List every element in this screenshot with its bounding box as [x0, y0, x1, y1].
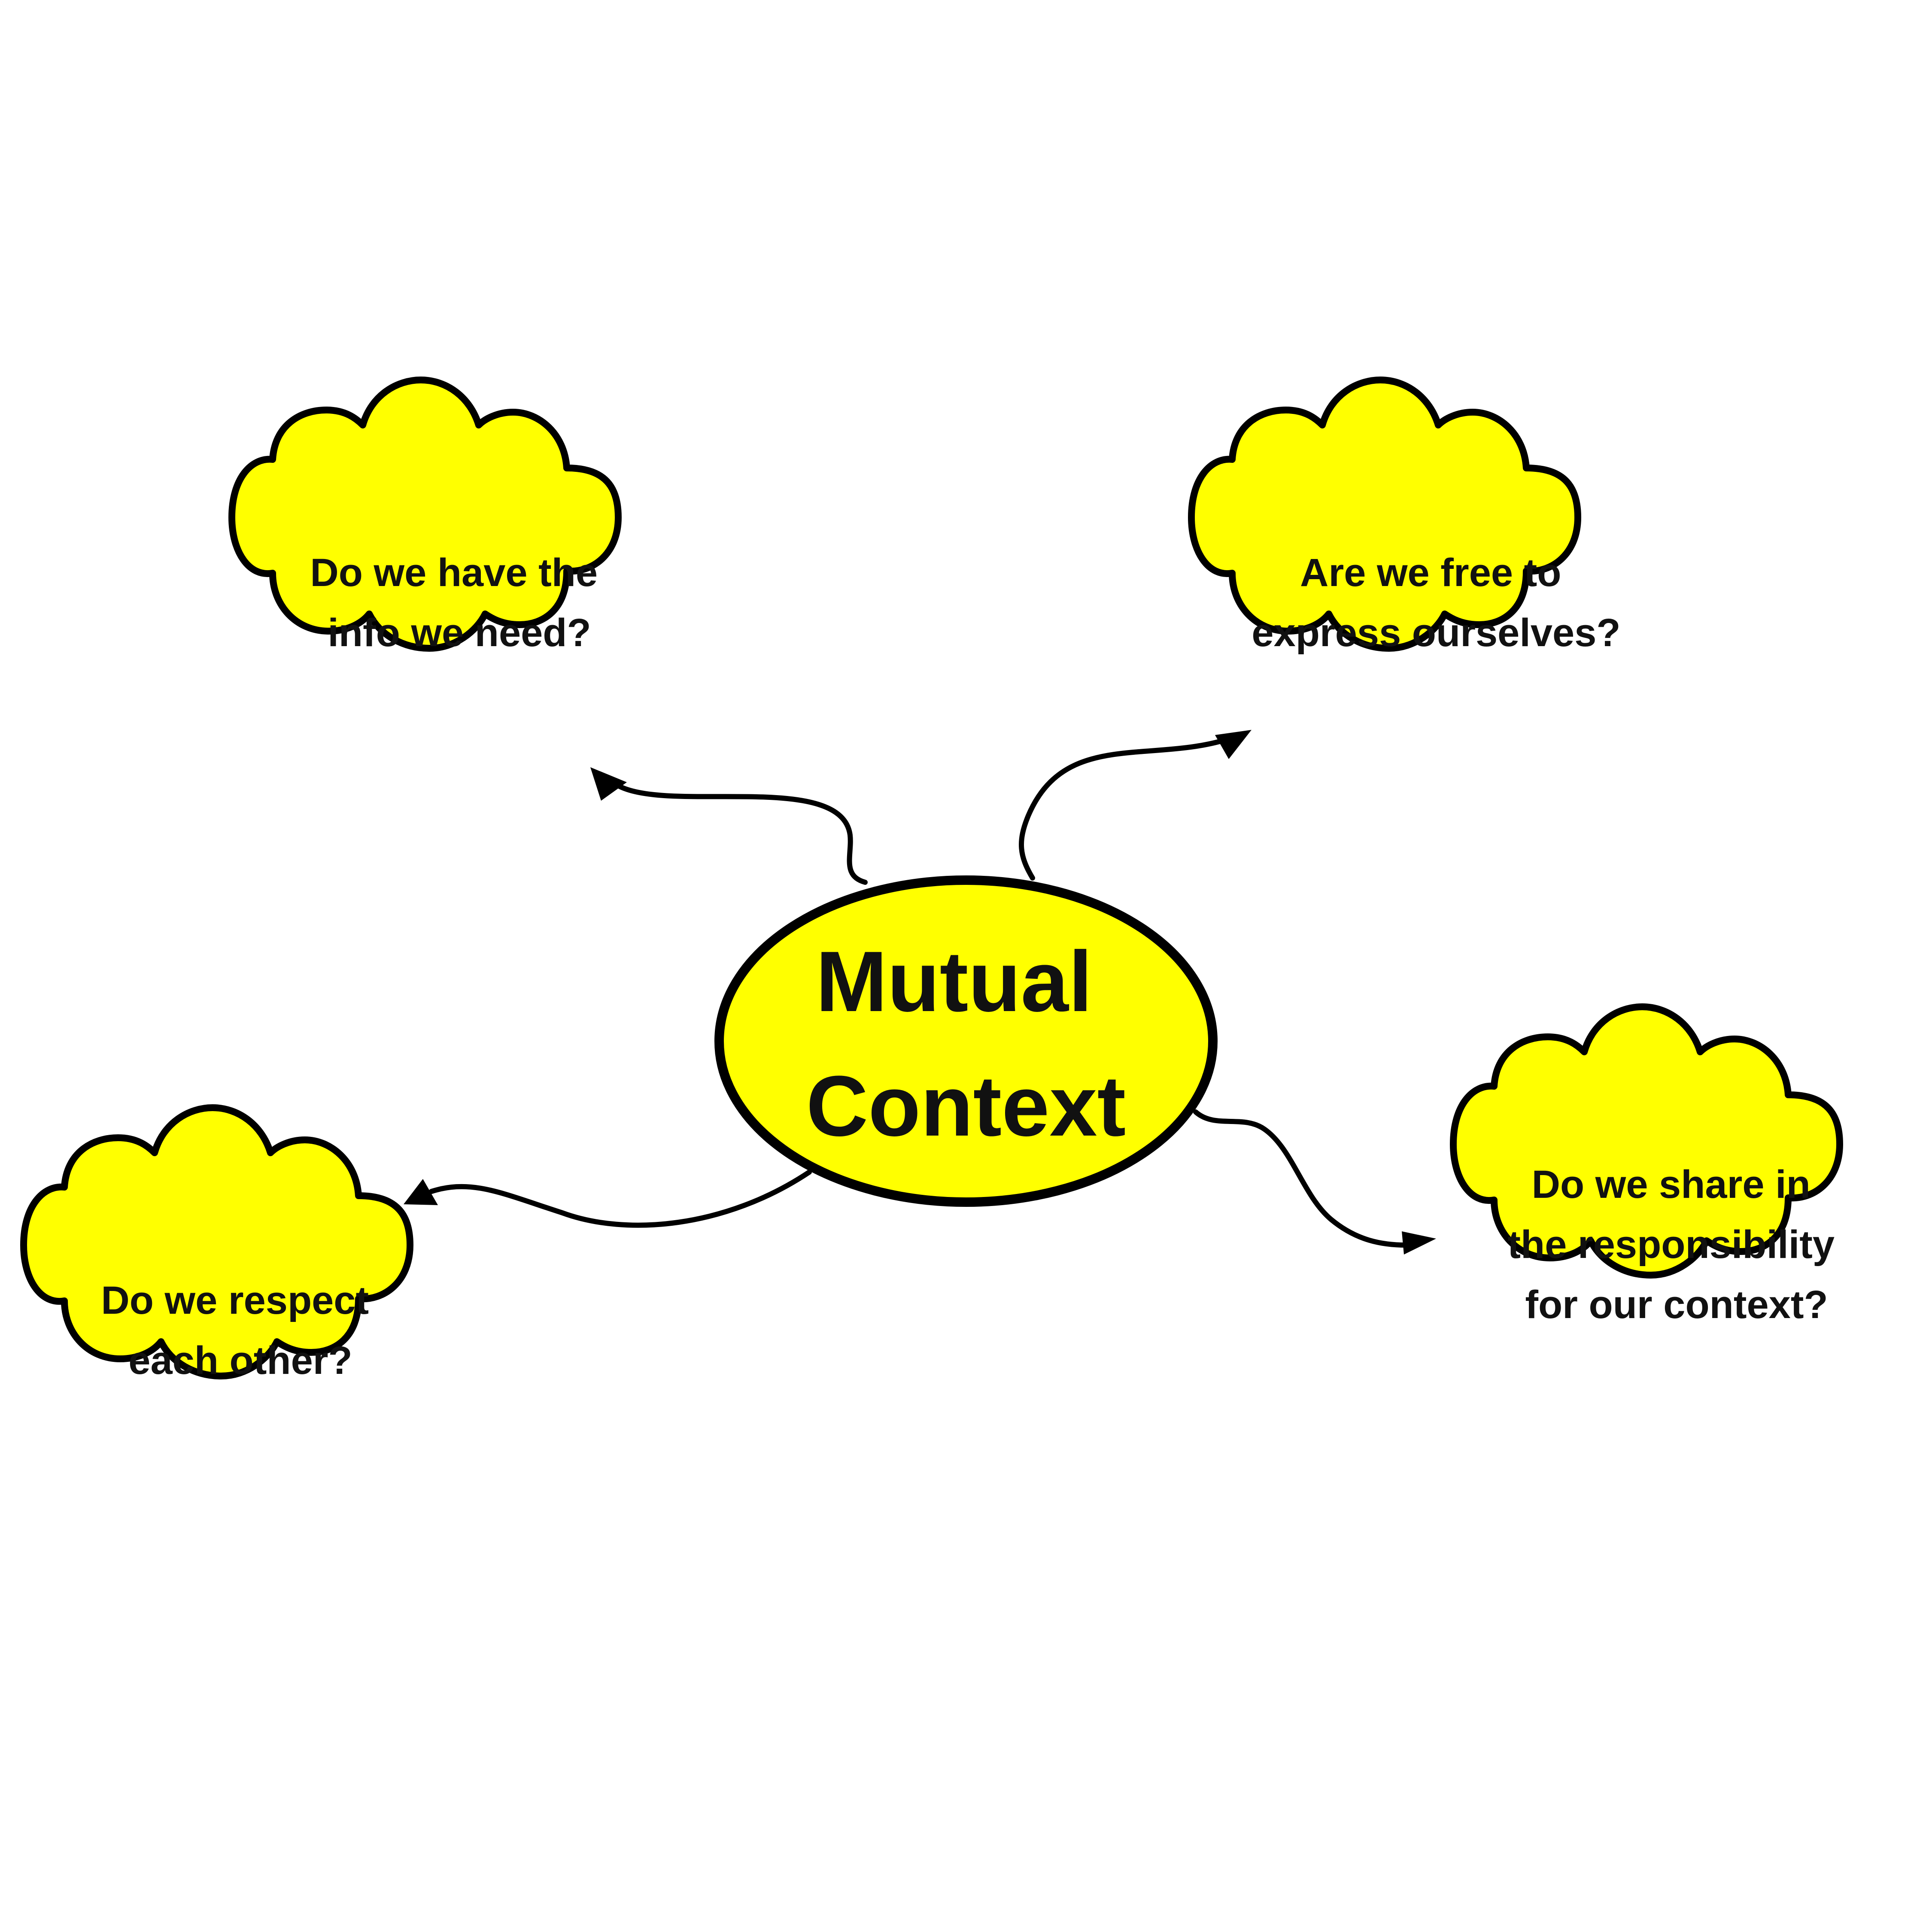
cloud-label: the responsibility [1507, 1223, 1835, 1267]
connector-to-responsibility [1193, 1109, 1409, 1248]
svg-text:Do we respect each other: Do we respect each other? [101, 1279, 380, 1382]
cloud-label: info we need? [328, 611, 591, 655]
svg-text:Mutual Context: Mutual Context [806, 934, 1126, 1154]
cloud-shape [24, 1108, 410, 1376]
arrowhead-responsibility [1402, 1231, 1436, 1255]
cloud-node-free: Are we free to express ourselves? [1191, 380, 1621, 655]
svg-text:Do we have the info we n: Do we have the info we need? [310, 551, 608, 655]
cloud-label: for our context? [1525, 1283, 1828, 1327]
cloud-label: each other? [128, 1339, 352, 1382]
cloud-label: Do we share in [1532, 1163, 1810, 1206]
cloud-label: Do we have the [310, 551, 598, 595]
cloud-shape [232, 380, 618, 648]
center-ellipse [714, 875, 1218, 1207]
cloud-node-responsibility: Do we share in the responsibility for ou… [1453, 1007, 1846, 1327]
arrowhead-free [1215, 730, 1252, 759]
cloud-label: express ourselves? [1252, 611, 1620, 655]
svg-text:Do we share in the respo: Do we share in the responsibility for ou… [1507, 1163, 1845, 1327]
connector-to-info [616, 783, 868, 885]
svg-text:Are we free to express o: Are we free to express ourselves? [1252, 551, 1620, 655]
arrowhead-respect [404, 1179, 438, 1205]
center-title-line2: Context [806, 1058, 1126, 1154]
cloud-shape [1191, 380, 1578, 648]
cloud-label: Do we respect [101, 1279, 369, 1322]
cloud-node-info: Do we have the info we need? [232, 380, 618, 655]
connector-to-free [1019, 736, 1233, 881]
connector-to-respect [429, 1170, 812, 1228]
cloud-node-respect: Do we respect each other? [24, 1108, 410, 1382]
arrowhead-info [590, 767, 627, 801]
cloud-label: Are we free to [1300, 551, 1561, 595]
connectors [404, 730, 1436, 1255]
center-node: Mutual Context [714, 875, 1218, 1207]
center-title-line1: Mutual [816, 934, 1092, 1030]
